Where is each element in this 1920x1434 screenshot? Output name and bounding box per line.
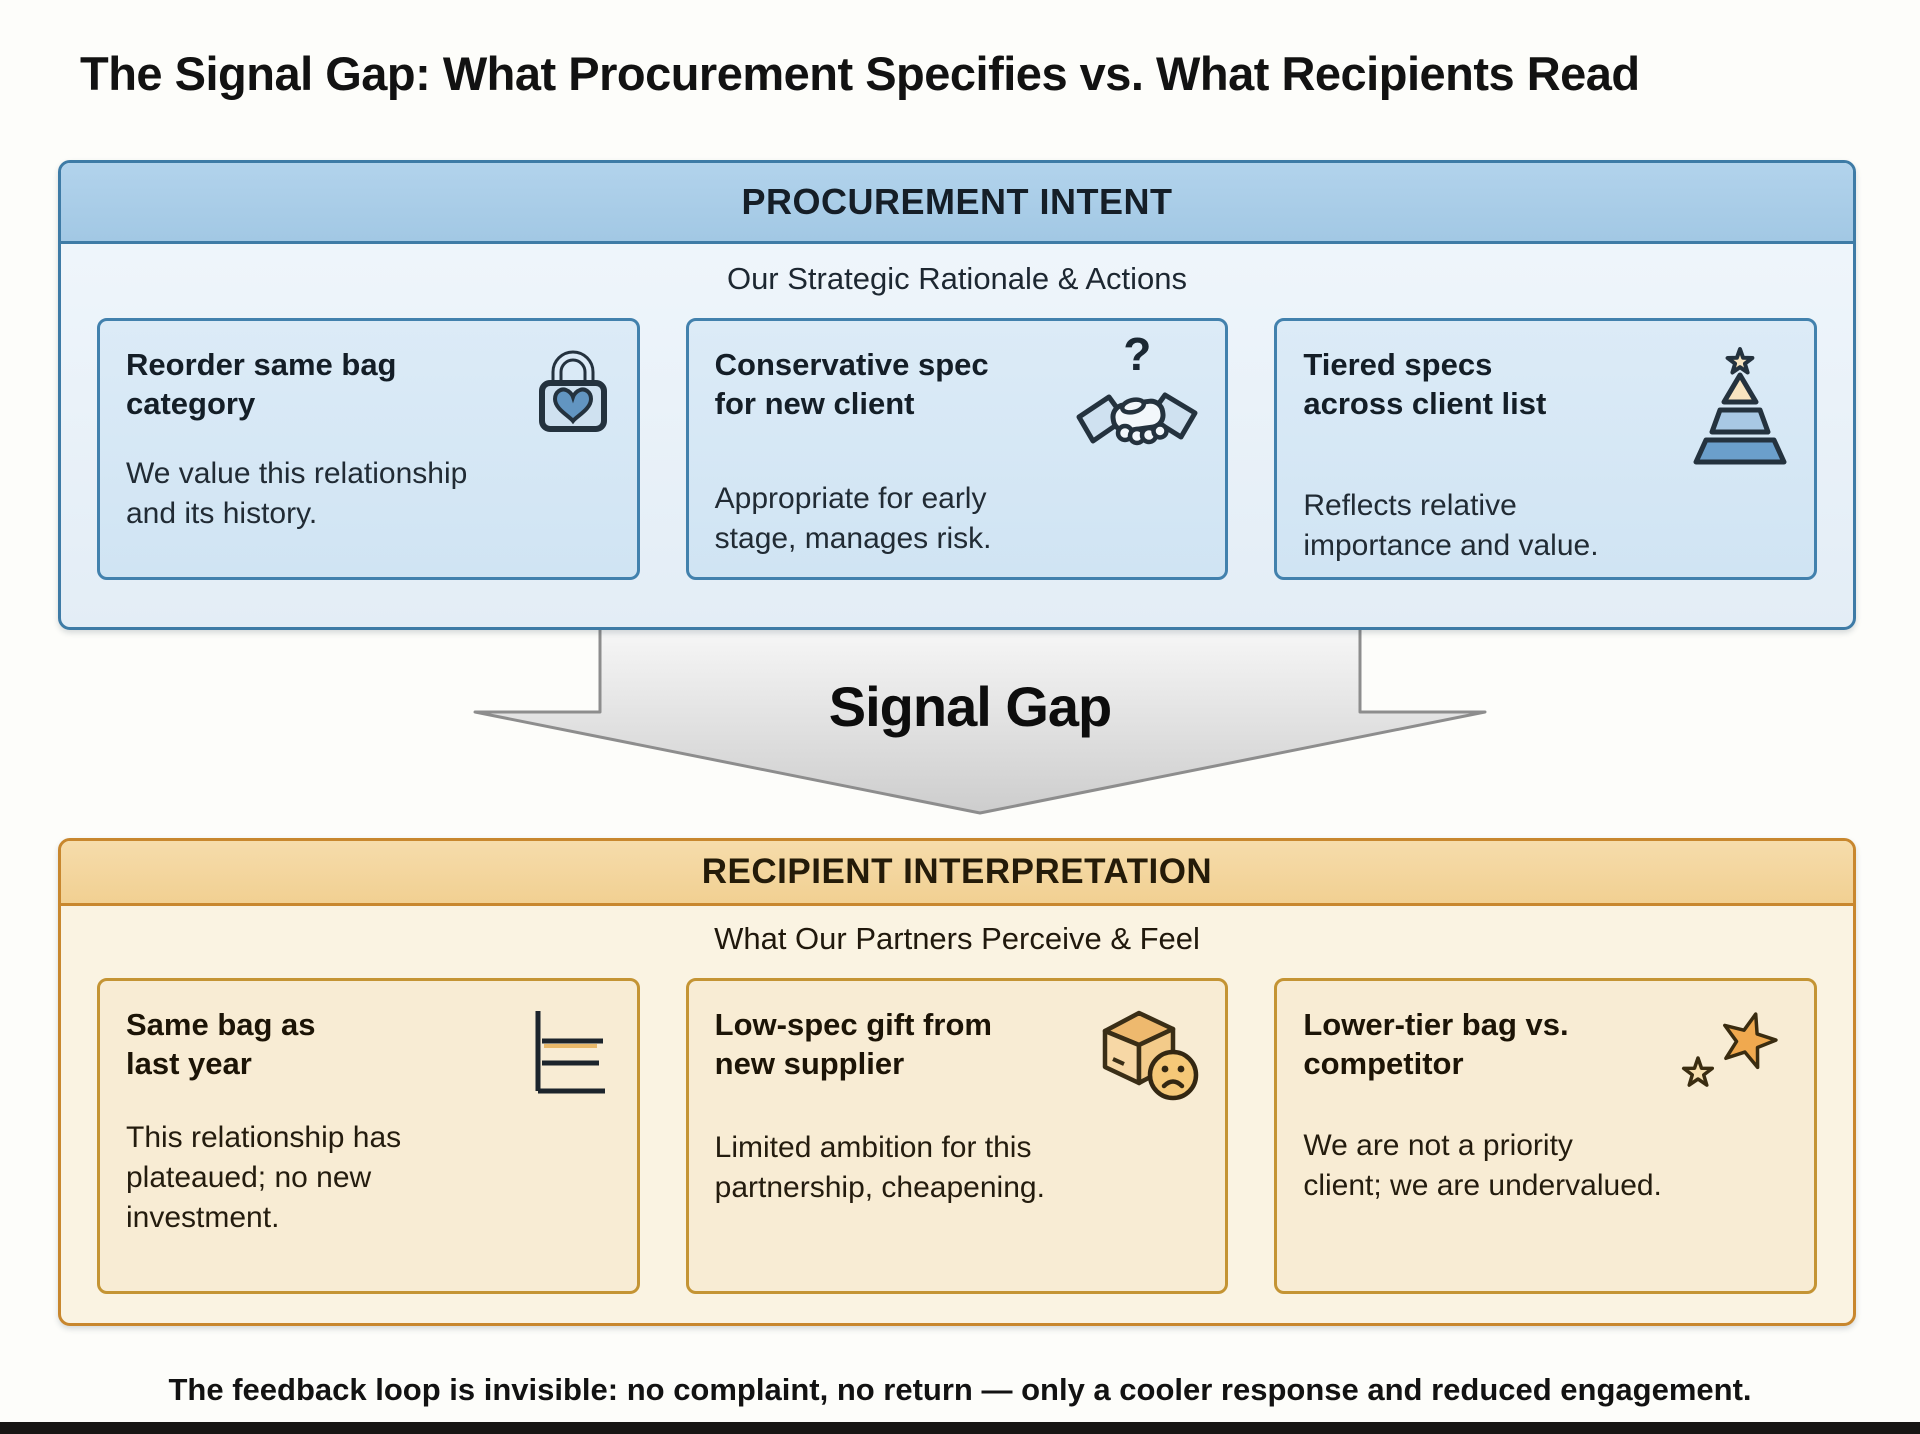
- lock-heart-icon: [535, 345, 611, 438]
- card-body: We value this relationship and its histo…: [126, 457, 468, 530]
- question-mark-glyph: ?: [1123, 328, 1152, 380]
- card-conservative-spec: Conservative spec for new client ?: [685, 318, 1229, 580]
- recipient-interpretation-header: RECIPIENT INTERPRETATION: [61, 841, 1853, 906]
- procurement-intent-subtitle: Our Strategic Rationale & Actions: [726, 261, 1188, 296]
- interpretation-cards-row: Same bag as last year This relationship …: [61, 957, 1853, 1294]
- card-body: Limited ambition for this partnership, c…: [714, 1131, 1045, 1204]
- recipient-interpretation-subtitle: What Our Partners Perceive & Feel: [714, 921, 1200, 956]
- box-sad-face-icon: [1077, 1005, 1199, 1112]
- card-title: Low-spec gift from new supplier: [714, 1007, 992, 1082]
- card-title: Reorder same bag category: [126, 347, 397, 422]
- procurement-intent-panel: PROCUREMENT INTENT Our Strategic Rationa…: [58, 160, 1856, 630]
- recipient-interpretation-panel: RECIPIENT INTERPRETATION What Our Partne…: [58, 838, 1856, 1326]
- card-title: Same bag as last year: [126, 1007, 316, 1082]
- bottom-edge-bar: [0, 1422, 1920, 1434]
- card-title: Conservative spec for new client: [714, 347, 989, 422]
- card-title: Tiered specs across client list: [1303, 347, 1547, 422]
- card-title: Lower-tier bag vs. competitor: [1303, 1007, 1569, 1082]
- page-title: The Signal Gap: What Procurement Specifi…: [80, 47, 1640, 100]
- card-low-spec-gift: Low-spec gift from new supplier Limited …: [685, 978, 1229, 1294]
- flatline-chart-icon: [527, 1005, 611, 1102]
- handshake-question-icon: ?: [1075, 331, 1199, 463]
- card-reorder-same-bag: Reorder same bag category We value this …: [97, 318, 640, 580]
- tiered-pyramid-star-icon: [1692, 345, 1788, 470]
- card-body: Appropriate for early stage, manages ris…: [714, 482, 992, 555]
- card-lower-tier-bag: Lower-tier bag vs. competitor We are not…: [1274, 978, 1818, 1294]
- signal-gap-label: Signal Gap: [828, 675, 1113, 738]
- card-body: We are not a priority client; we are und…: [1303, 1129, 1662, 1202]
- card-same-bag: Same bag as last year This relationship …: [97, 978, 640, 1294]
- signal-gap-arrow: [473, 627, 1487, 815]
- card-body: This relationship has plateaued; no new …: [126, 1121, 402, 1234]
- card-tiered-specs: Tiered specs across client list Reflects…: [1274, 318, 1818, 580]
- procurement-intent-header: PROCUREMENT INTENT: [61, 163, 1853, 244]
- card-body: Reflects relative importance and value.: [1303, 489, 1599, 562]
- intent-cards-row: Reorder same bag category We value this …: [61, 297, 1853, 580]
- feedback-loop-note: The feedback loop is invisible: no compl…: [168, 1372, 1752, 1407]
- stars-rating-icon: [1676, 1005, 1788, 1110]
